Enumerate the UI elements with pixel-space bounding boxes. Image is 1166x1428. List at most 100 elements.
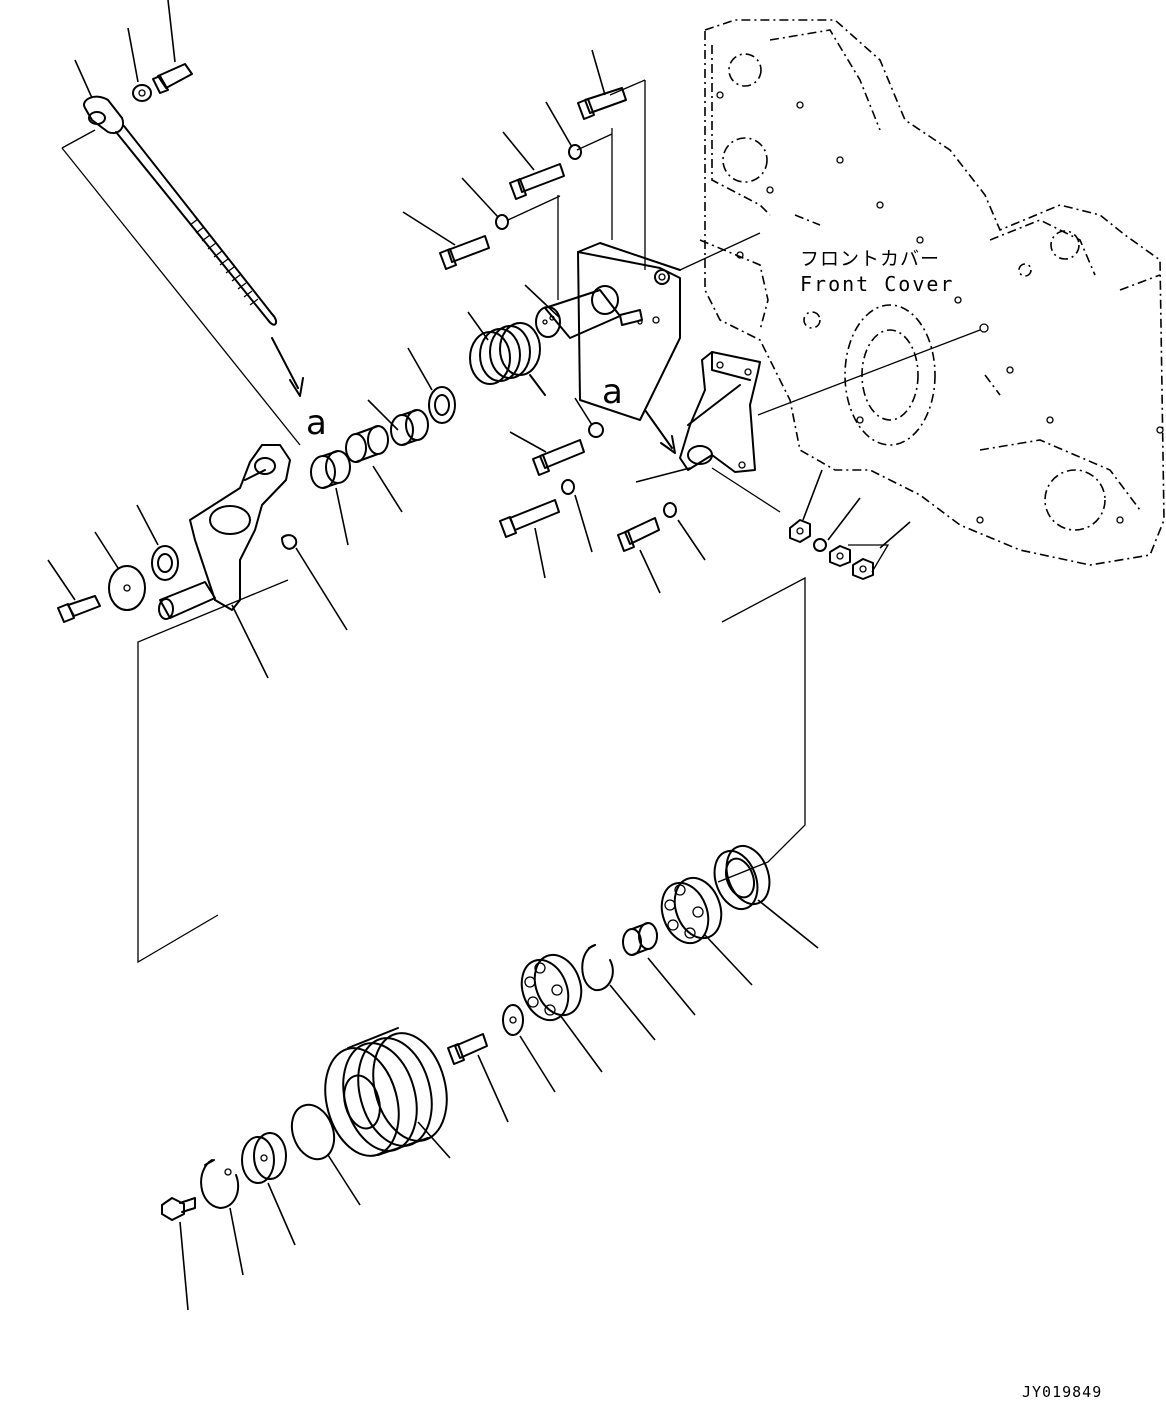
- oil-seal: [151, 545, 179, 581]
- leader-line: [461, 177, 499, 218]
- bracket-bolt: [509, 163, 565, 200]
- leader-line: [574, 494, 593, 553]
- mount-bolt: [499, 499, 560, 538]
- leader-line: [639, 549, 661, 594]
- cover-hole-mark: [979, 323, 989, 333]
- leader-line: [574, 397, 593, 426]
- guide-line: [507, 195, 561, 221]
- leader-line: [879, 521, 911, 549]
- leader-line: [609, 984, 656, 1041]
- reference-mark-a: a: [306, 403, 327, 443]
- front-cover-label-en: Front Cover: [800, 272, 955, 296]
- pulley-bolt: [447, 1033, 488, 1065]
- guide-line: [61, 147, 301, 446]
- leader-line: [229, 1207, 244, 1276]
- tension-arm: [158, 444, 298, 620]
- reference-arrow-head: [289, 377, 304, 397]
- leader-line: [524, 284, 561, 319]
- leader-line: [467, 311, 489, 341]
- leader-line: [757, 899, 819, 949]
- front-cover-label-jp: フロントカバー: [800, 248, 941, 270]
- guide-line: [576, 133, 613, 151]
- o-ring: [290, 1103, 336, 1161]
- mount-bracket: [679, 351, 761, 473]
- leader-line: [477, 1054, 509, 1123]
- bracket-bolt: [577, 87, 627, 120]
- pulley-seal: [713, 844, 771, 911]
- leader-line: [802, 469, 823, 521]
- front-cover-outline: [699, 19, 1165, 566]
- leader-line: [647, 957, 696, 1016]
- leader-line: [827, 497, 861, 541]
- leader-line: [327, 1154, 361, 1206]
- mount-washer: [663, 502, 677, 518]
- leader-line: [559, 1014, 603, 1073]
- leader-line: [367, 399, 399, 431]
- mount-washer: [588, 422, 604, 438]
- idler-pulley: [324, 1027, 448, 1157]
- guide-line: [609, 79, 646, 96]
- bushing-collar: [345, 425, 389, 463]
- hex-nut: [852, 558, 874, 580]
- leader-line: [402, 211, 456, 246]
- ball-bearing: [520, 953, 583, 1022]
- pulley-cap: [241, 1132, 287, 1184]
- guide-line: [848, 544, 890, 573]
- leader-line: [417, 1121, 451, 1159]
- needle-bearing: [310, 450, 351, 489]
- cap-bolt: [161, 1197, 196, 1221]
- leader-line: [509, 431, 547, 453]
- needle-bearing: [390, 409, 429, 446]
- mount-bolt: [617, 517, 660, 552]
- arm-bolt: [57, 595, 101, 623]
- rod-bolt: [152, 63, 193, 94]
- spring-washer: [813, 538, 827, 552]
- guide-line: [61, 129, 96, 149]
- leader-line: [704, 934, 753, 986]
- mount-washer: [561, 479, 575, 495]
- leader-line: [372, 465, 403, 513]
- leader-line: [74, 59, 93, 99]
- hex-nut: [829, 545, 851, 567]
- leader-line: [179, 1221, 189, 1311]
- leader-line: [502, 131, 535, 171]
- bracket-washer: [568, 144, 582, 160]
- bracket-washer: [495, 214, 509, 230]
- leader-line: [231, 604, 269, 679]
- figure-id: JY019849: [1022, 1383, 1103, 1401]
- snap-ring: [581, 944, 614, 992]
- hex-nut: [789, 519, 811, 543]
- tensioner-bracket: [577, 242, 681, 421]
- reference-arrow: [644, 409, 673, 449]
- leader-line: [295, 547, 348, 631]
- cap-snap-ring: [200, 1159, 240, 1209]
- spacer-collar: [622, 922, 658, 956]
- leader-line: [267, 1182, 296, 1246]
- tension-rod: [83, 95, 278, 326]
- seal-ring: [428, 386, 456, 424]
- leader-line: [94, 531, 119, 569]
- guide-line: [711, 467, 781, 513]
- leader-line: [167, 0, 176, 63]
- guide-line: [757, 329, 981, 416]
- leader-line: [591, 49, 606, 96]
- assembly-bracket-line: [137, 579, 289, 964]
- assembly-bracket-line: [717, 576, 806, 883]
- leader-line: [534, 527, 546, 579]
- rod-washer: [132, 84, 152, 102]
- guide-line: [679, 232, 761, 271]
- leader-line: [677, 519, 706, 561]
- mount-bolt: [532, 439, 585, 476]
- leader-line: [545, 101, 573, 148]
- leader-line: [407, 347, 433, 391]
- bracket-bolt: [439, 235, 490, 270]
- reference-arrow-head: [660, 435, 676, 454]
- ball-bearing: [660, 876, 723, 945]
- leader-line: [136, 504, 159, 546]
- reference-mark-a: a: [602, 372, 623, 412]
- leader-line: [635, 467, 691, 483]
- leader-line: [127, 27, 139, 83]
- thrust-plate: [502, 1004, 524, 1036]
